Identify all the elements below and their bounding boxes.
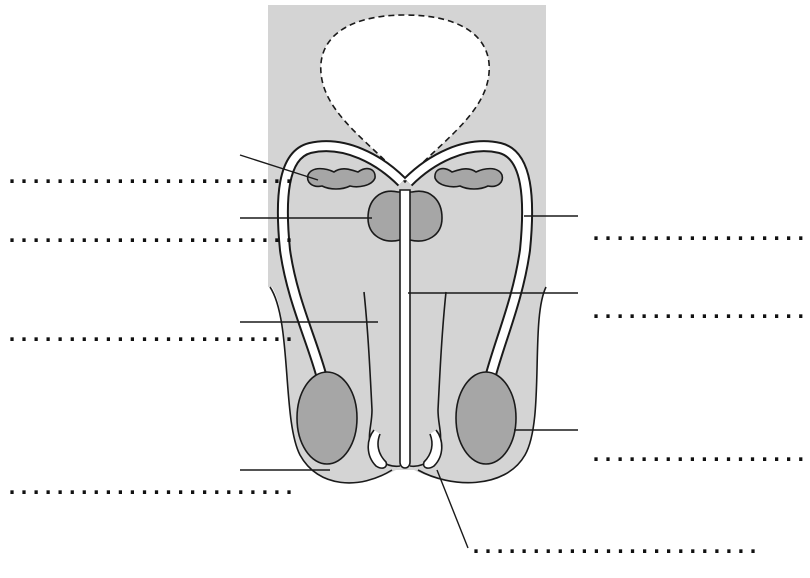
testis-left (297, 372, 357, 464)
seminal-vesicle-right (435, 169, 502, 189)
label-right-2: ........................ (590, 299, 810, 323)
label-left-4: ........................ (6, 475, 295, 499)
label-left-2: ........................ (6, 223, 295, 247)
label-left-3: ........................ (6, 322, 295, 346)
label-right-1: ........................ (590, 221, 810, 245)
testis-right (456, 372, 516, 464)
label-left-1: ........................ (6, 164, 295, 188)
label-right-3: ........................ (590, 442, 810, 466)
seminal-vesicle-left (308, 169, 375, 189)
urethra (400, 190, 410, 468)
label-bottom-1: ........................ (470, 534, 759, 558)
